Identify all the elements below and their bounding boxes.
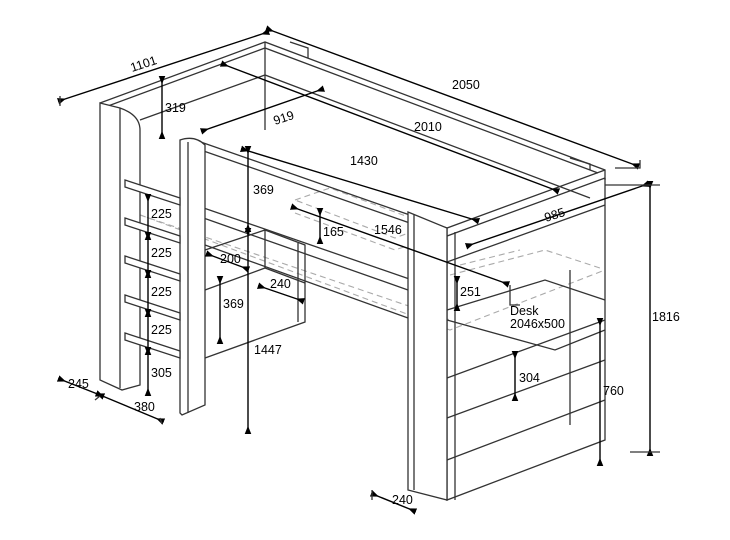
- label-clearance: 1447: [254, 343, 282, 357]
- label-ladder-step-4: 225: [151, 323, 172, 337]
- label-desk-height: 760: [603, 384, 624, 398]
- ladder: [99, 102, 206, 416]
- label-guard-height: 319: [165, 101, 186, 115]
- label-post-width: 240: [392, 493, 413, 507]
- label-desk: Desk: [510, 304, 539, 318]
- label-drawer-height: 165: [323, 225, 344, 239]
- label-shelf-depth: 200: [220, 252, 241, 266]
- dimension-lines: [56, 25, 660, 515]
- label-ladder-width: 380: [134, 400, 155, 414]
- label-ladder-step-1: 225: [151, 207, 172, 221]
- label-desk-gap: 251: [460, 285, 481, 299]
- label-inner-width: 919: [272, 108, 296, 128]
- label-shelf-width: 240: [270, 277, 291, 291]
- label-front-rail-length: 1430: [350, 154, 378, 168]
- label-ladder-step-2: 225: [151, 246, 172, 260]
- label-desk-size: 2046x500: [510, 317, 565, 331]
- label-total-height: 1816: [652, 310, 680, 324]
- label-ladder-depth: 245: [68, 377, 89, 391]
- label-ladder-step-3: 225: [151, 285, 172, 299]
- dimension-labels: 1101 2050 319 919 2010 1430 369 985 165 …: [68, 53, 680, 507]
- label-overall-length: 2050: [452, 78, 480, 92]
- label-overall-width: 1101: [129, 53, 159, 75]
- label-shelf-spacing: 304: [519, 371, 540, 385]
- label-rail-height: 369: [253, 183, 274, 197]
- ladder-rungs: [124, 179, 181, 359]
- label-end-depth: 985: [543, 205, 567, 225]
- label-mattress-length: 2010: [414, 120, 442, 134]
- label-desk-span: 1546: [374, 223, 402, 237]
- label-bottom-step: 305: [151, 366, 172, 380]
- label-shelf-height: 369: [223, 297, 244, 311]
